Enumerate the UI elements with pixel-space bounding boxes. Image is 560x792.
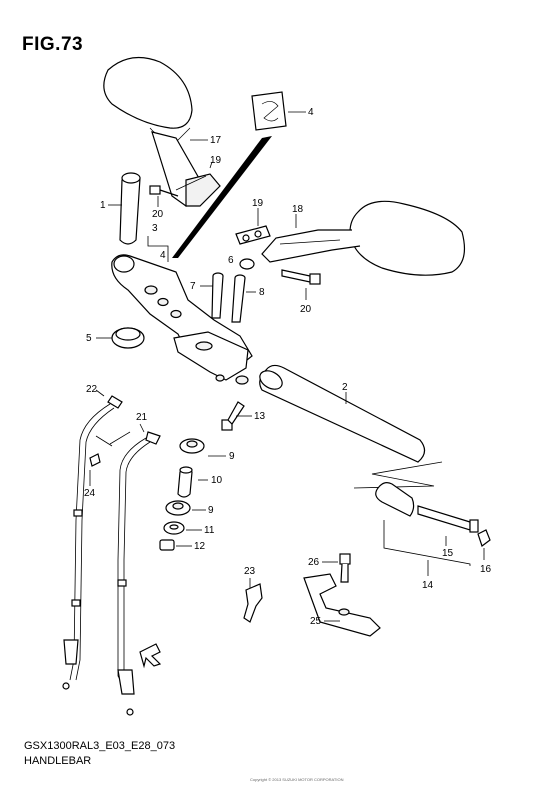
washer-6[interactable] [239, 258, 255, 270]
label-16: 16 [480, 564, 492, 575]
bolt-7[interactable] [211, 272, 224, 319]
balancer-cap[interactable] [477, 529, 491, 547]
label-26: 26 [308, 557, 320, 568]
label-20-right: 20 [300, 304, 312, 315]
handlebar-pipe[interactable] [257, 364, 426, 463]
right-mirror[interactable] [261, 200, 465, 276]
bolt-26[interactable] [339, 553, 351, 583]
figure-title: FIG.73 [22, 34, 84, 55]
label-4-emblem: 4 [308, 107, 314, 118]
handlebar-holder[interactable] [111, 254, 253, 385]
right-mirror-bolt[interactable] [281, 269, 321, 285]
label-10: 10 [211, 475, 223, 486]
spacer-10[interactable] [177, 466, 193, 498]
label-25: 25 [310, 616, 322, 627]
break-symbol [353, 461, 443, 489]
cable-guide-bracket[interactable] [303, 573, 381, 637]
label-19-left: 19 [210, 155, 222, 166]
throttle-cable-22[interactable] [62, 395, 123, 690]
figure-name: HANDLEBAR [24, 755, 92, 767]
label-20-left: 20 [152, 209, 164, 220]
label-19-right: 19 [252, 198, 264, 209]
label-18: 18 [292, 204, 304, 215]
damper-9-upper[interactable] [179, 438, 205, 454]
front-arrow-icon [139, 643, 162, 669]
nut-12[interactable] [159, 539, 175, 551]
label-14: 14 [422, 580, 434, 591]
label-9-lower: 9 [208, 505, 214, 516]
seal-ring[interactable] [111, 327, 145, 349]
label-2: 2 [342, 382, 348, 393]
label-1: 1 [100, 200, 106, 211]
emblem-group[interactable] [172, 91, 287, 258]
label-3: 3 [152, 223, 158, 234]
label-5: 5 [86, 333, 92, 344]
label-9-upper: 9 [229, 451, 235, 462]
label-6: 6 [228, 255, 234, 266]
model-code: GSX1300RAL3_E03_E28_073 [24, 740, 176, 752]
damper-9-lower[interactable] [165, 500, 191, 516]
screw-24[interactable] [89, 453, 101, 467]
copyright-note: Copyright © 2013 SUZUKI MOTOR CORPORATIO… [250, 777, 344, 782]
label-13: 13 [254, 411, 266, 422]
label-11: 11 [204, 525, 215, 536]
right-mirror-cover[interactable] [235, 225, 271, 245]
label-22: 22 [86, 384, 98, 395]
label-21: 21 [136, 412, 148, 423]
left-mirror-bolt[interactable] [149, 185, 179, 197]
bolt-13[interactable] [221, 401, 245, 431]
label-24: 24 [84, 488, 96, 499]
throttle-cable-21[interactable] [117, 431, 161, 716]
label-12: 12 [194, 541, 206, 552]
label-4-small: 4 [160, 250, 166, 261]
left-grip[interactable] [119, 172, 141, 245]
label-23: 23 [244, 566, 256, 577]
label-15: 15 [442, 548, 454, 559]
left-mirror[interactable] [103, 56, 221, 207]
balancer-screw[interactable] [417, 505, 479, 533]
label-7: 7 [190, 281, 196, 292]
balancer-weight[interactable] [375, 482, 415, 517]
bolt-8[interactable] [231, 274, 246, 323]
label-8: 8 [259, 287, 265, 298]
label-17: 17 [210, 135, 222, 146]
washer-11[interactable] [163, 521, 185, 535]
cable-clamp-23[interactable] [243, 583, 263, 623]
